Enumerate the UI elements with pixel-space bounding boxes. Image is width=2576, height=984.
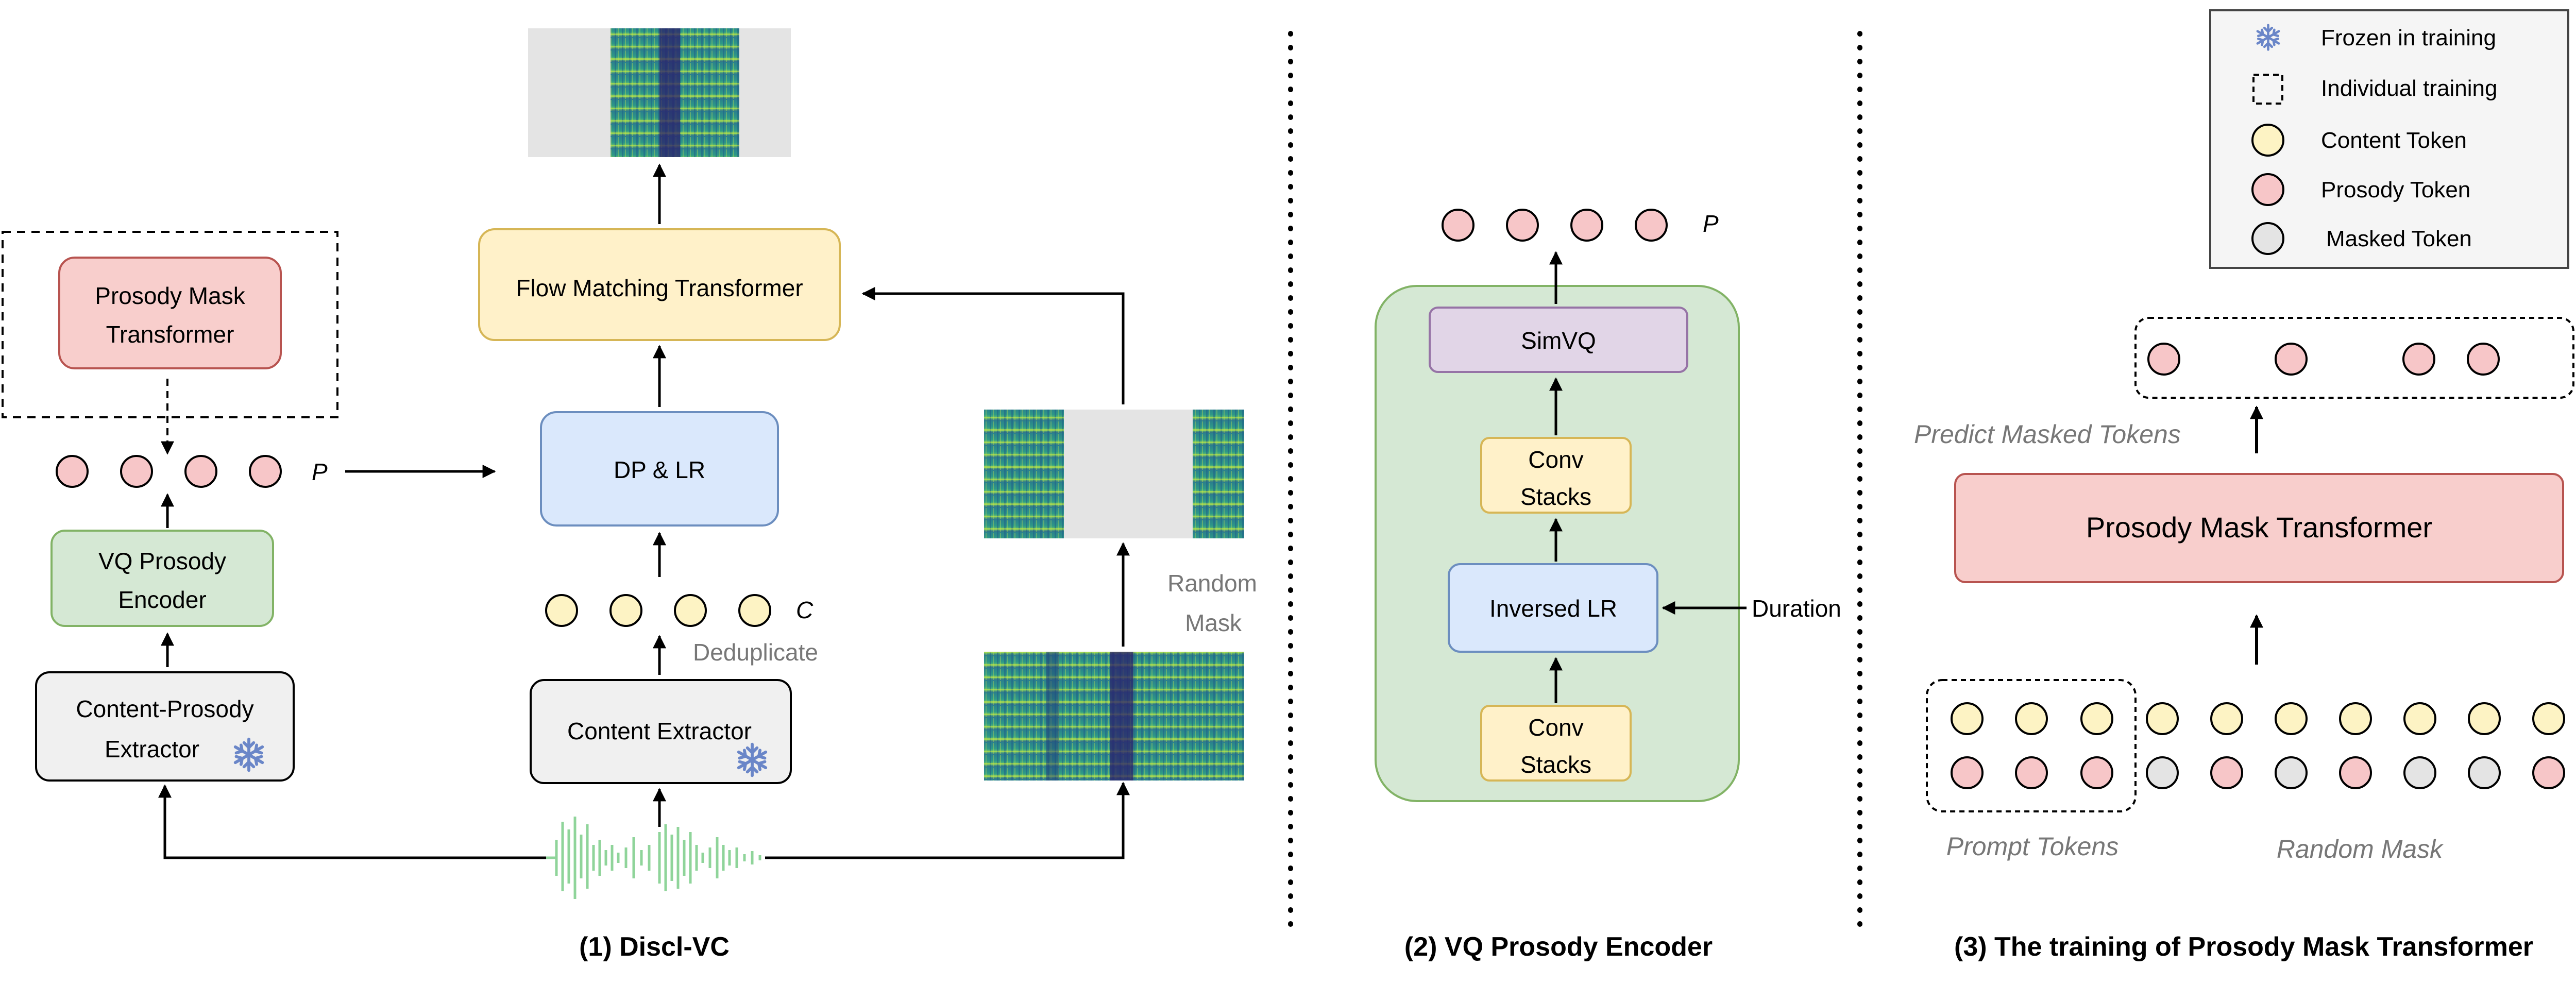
conv-stacks-top-line1: Conv	[1528, 446, 1583, 473]
legend-prosody-label: Prosody Token	[2321, 177, 2470, 202]
flow-matching-transformer-box: Flow Matching Transformer	[478, 228, 841, 341]
wave-to-cp-extractor-connector	[158, 784, 546, 859]
conv-stacks-bottom-line1: Conv	[1528, 714, 1583, 741]
caption-panel1: (1) Discl-VC	[579, 932, 730, 962]
random-mask-line1: Random	[1167, 570, 1257, 597]
inversed-lr-box: Inversed LR	[1448, 563, 1658, 653]
prompt-tokens-label: Prompt Tokens	[1946, 832, 2119, 861]
vq-prosody-encoder-line1: VQ Prosody	[98, 548, 226, 574]
masked-token-icon	[2251, 222, 2284, 255]
simvq-box: SimVQ	[1429, 307, 1688, 373]
output-spectrogram-icon	[528, 28, 791, 157]
random-mask-line2: Mask	[1185, 609, 1242, 636]
duration-label: Duration	[1752, 595, 1841, 622]
dp-lr-box: DP & LR	[540, 411, 779, 527]
prosody-mask-transformer-box: Prosody Mask Transformer	[58, 257, 282, 369]
prosody-mask-transformer-label: Prosody Mask Transformer	[2086, 511, 2432, 544]
conv-stacks-bottom-line2: Stacks	[1520, 751, 1591, 778]
inversed-lr-label: Inversed LR	[1489, 595, 1617, 622]
content-extractor-label: Content Extractor	[567, 718, 752, 744]
legend-individual-label: Individual training	[2321, 76, 2497, 101]
conv-stacks-bottom-box: Conv Stacks	[1480, 705, 1632, 782]
p-label: P	[312, 459, 328, 485]
content-token-row	[1951, 702, 2565, 735]
dashed-box-icon	[2252, 74, 2283, 105]
predicted-tokens-boundary	[2134, 317, 2574, 399]
simvq-label: SimVQ	[1521, 327, 1596, 354]
vq-prosody-encoder-box: VQ Prosody Encoder	[50, 530, 274, 627]
panel-vq-prosody-encoder: P SimVQ Conv Stacks Inversed LR Duration…	[1375, 209, 1841, 962]
caption-panel2: (2) VQ Prosody Encoder	[1404, 932, 1713, 962]
content-prosody-extractor-line2: Extractor	[105, 736, 199, 762]
random-mask-label: Random Mask	[2277, 835, 2444, 863]
prosody-token-row	[56, 455, 282, 488]
predict-masked-tokens-label: Predict Masked Tokens	[1914, 420, 2181, 449]
conv-stacks-top-box: Conv Stacks	[1480, 437, 1632, 514]
deduplicate-label: Deduplicate	[693, 639, 818, 666]
flow-matching-transformer-label: Flow Matching Transformer	[516, 275, 803, 301]
content-token-row	[545, 594, 771, 627]
content-token-icon	[2251, 124, 2284, 157]
panel-prosody-mask-training: Frozen in training Individual training C…	[1914, 9, 2574, 962]
masked-spectrogram-icon	[984, 410, 1244, 538]
conv-stacks-top-line2: Stacks	[1520, 483, 1591, 510]
masked-to-flow-connector	[861, 287, 1125, 404]
legend-masked-label: Masked Token	[2326, 226, 2472, 251]
p-label: P	[1703, 210, 1719, 237]
prosody-token-row	[1442, 209, 1668, 242]
predicted-token-row	[2147, 343, 2500, 376]
wave-to-spectrogram-connector	[765, 782, 1130, 859]
legend-content-label: Content Token	[2321, 128, 2467, 153]
content-prosody-extractor-line1: Content-Prosody	[76, 695, 253, 722]
prosody-mask-transformer-line1: Prosody Mask	[95, 282, 245, 309]
content-extractor-box: Content Extractor	[530, 679, 792, 784]
input-spectrogram-icon	[984, 652, 1244, 781]
prosody-mask-transformer-line2: Transformer	[106, 321, 234, 348]
prosody-token-icon	[2251, 173, 2284, 206]
caption-panel3: (3) The training of Prosody Mask Transfo…	[1954, 932, 2533, 962]
content-prosody-extractor-box: Content-Prosody Extractor	[35, 671, 295, 782]
legend-frozen-label: Frozen in training	[2321, 25, 2496, 50]
prosody-mask-transformer-box: Prosody Mask Transformer	[1954, 473, 2564, 583]
panel-discl-vc: Prosody Mask Transformer P VQ Prosody En…	[2, 28, 1257, 962]
vq-prosody-encoder-line2: Encoder	[118, 586, 206, 613]
c-label: C	[796, 597, 814, 623]
prompt-tokens-boundary	[1926, 679, 2137, 812]
prosody-masked-token-row	[1951, 756, 2565, 789]
waveform-icon	[546, 817, 761, 899]
dp-lr-label: DP & LR	[614, 456, 705, 483]
legend: Frozen in training Individual training C…	[2209, 9, 2569, 269]
